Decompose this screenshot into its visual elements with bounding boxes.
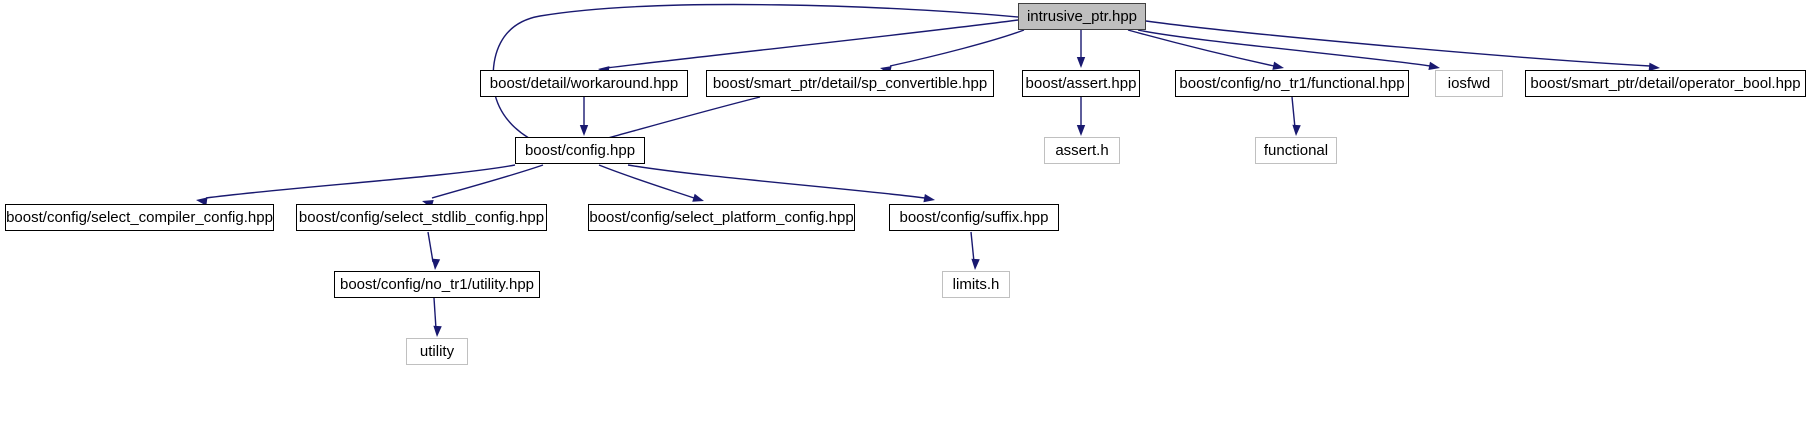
graph-node-assert_h[interactable]: assert.h xyxy=(1044,137,1120,164)
graph-node-select_platform[interactable]: boost/config/select_platform_config.hpp xyxy=(588,204,855,231)
graph-node-workaround[interactable]: boost/detail/workaround.hpp xyxy=(480,70,688,97)
graph-edge-arrowhead xyxy=(1648,62,1660,72)
graph-edge-arrowhead xyxy=(1292,124,1301,136)
graph-node-suffix[interactable]: boost/config/suffix.hpp xyxy=(889,204,1059,231)
graph-edge-arrowhead xyxy=(923,193,935,203)
graph-edge xyxy=(205,164,516,199)
graph-node-label: boost/smart_ptr/detail/operator_bool.hpp xyxy=(1530,75,1801,92)
graph-edge-arrowhead xyxy=(1076,57,1086,68)
graph-edge xyxy=(433,297,437,330)
graph-node-label: assert.h xyxy=(1055,142,1109,159)
graph-node-no_tr1_functional[interactable]: boost/config/no_tr1/functional.hpp xyxy=(1175,70,1409,97)
graph-edge xyxy=(627,164,926,199)
graph-edge-arrowhead xyxy=(579,125,589,136)
graph-edge-arrowhead xyxy=(1076,125,1086,136)
graph-node-label: limits.h xyxy=(952,276,1000,293)
graph-node-label: boost/config/suffix.hpp xyxy=(899,209,1049,226)
graph-edge xyxy=(607,96,761,139)
graph-node-select_compiler[interactable]: boost/config/select_compiler_config.hpp xyxy=(5,204,274,231)
graph-node-select_stdlib[interactable]: boost/config/select_stdlib_config.hpp xyxy=(296,204,547,231)
graph-edge-arrowhead xyxy=(431,258,441,270)
graph-node-label: boost/config.hpp xyxy=(524,142,636,159)
graph-node-operator_bool[interactable]: boost/smart_ptr/detail/operator_bool.hpp xyxy=(1525,70,1806,97)
graph-edge xyxy=(427,231,434,263)
graph-node-label: boost/config/no_tr1/functional.hpp xyxy=(1179,75,1405,92)
graph-edge xyxy=(970,231,975,263)
graph-edge xyxy=(1127,29,1275,67)
graph-node-iosfwd[interactable]: iosfwd xyxy=(1435,70,1503,97)
graph-node-limits_h[interactable]: limits.h xyxy=(942,271,1010,298)
graph-node-functional[interactable]: functional xyxy=(1255,137,1337,164)
graph-edge xyxy=(1291,96,1296,129)
edges-group xyxy=(196,3,1660,337)
graph-edge-arrowhead xyxy=(1428,61,1440,71)
graph-node-label: boost/detail/workaround.hpp xyxy=(489,75,679,92)
graph-edge xyxy=(605,19,1019,69)
graph-node-config_hpp[interactable]: boost/config.hpp xyxy=(515,137,645,164)
graph-edge xyxy=(492,3,1019,147)
graph-node-label: utility xyxy=(419,343,455,360)
graph-edge xyxy=(431,164,544,199)
graph-edge-arrowhead xyxy=(692,193,704,202)
graph-node-label: functional xyxy=(1263,142,1329,159)
graph-node-label: boost/config/select_compiler_config.hpp xyxy=(6,209,273,226)
graph-node-sp_convertible[interactable]: boost/smart_ptr/detail/sp_convertible.hp… xyxy=(706,70,994,97)
graph-node-utility[interactable]: utility xyxy=(406,338,468,365)
graph-edge xyxy=(598,164,695,199)
graph-edge-arrowhead xyxy=(196,197,208,206)
graph-node-label: boost/assert.hpp xyxy=(1025,75,1137,92)
graph-edge xyxy=(1145,20,1651,67)
graph-node-label: boost/config/select_platform_config.hpp xyxy=(589,209,854,226)
graph-node-label: boost/smart_ptr/detail/sp_convertible.hp… xyxy=(712,75,988,92)
graph-node-label: intrusive_ptr.hpp xyxy=(1026,8,1138,25)
graph-node-label: boost/config/select_stdlib_config.hpp xyxy=(298,209,545,226)
graph-edge-arrowhead xyxy=(1272,61,1284,70)
graph-edge xyxy=(1137,29,1431,67)
graph-node-no_tr1_utility[interactable]: boost/config/no_tr1/utility.hpp xyxy=(334,271,540,298)
graph-node-assert_hpp[interactable]: boost/assert.hpp xyxy=(1022,70,1140,97)
graph-node-label: iosfwd xyxy=(1447,75,1491,92)
graph-edge-arrowhead xyxy=(433,325,442,337)
graph-node-intrusive_ptr[interactable]: intrusive_ptr.hpp xyxy=(1018,3,1146,30)
graph-edge-arrowhead xyxy=(971,258,980,270)
graph-node-label: boost/config/no_tr1/utility.hpp xyxy=(340,276,535,293)
graph-edge xyxy=(889,29,1025,67)
